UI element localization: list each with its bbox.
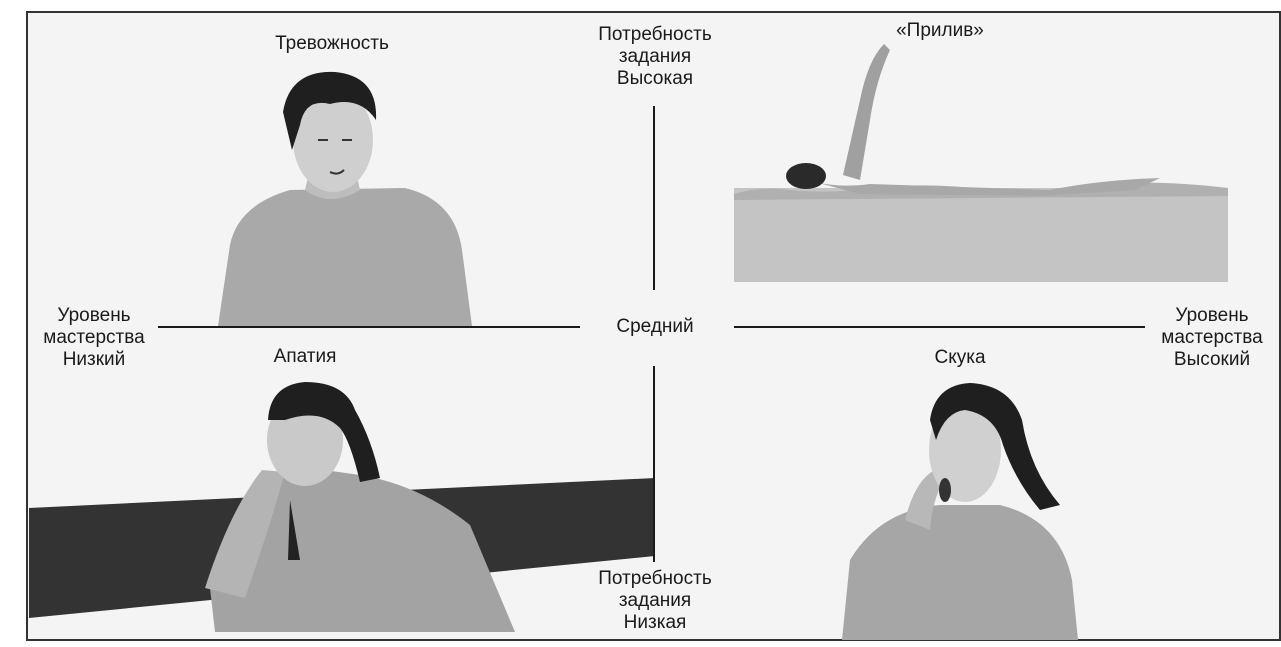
mastery-high-label: Уровень мастерства Высокий — [1145, 305, 1279, 371]
quadrant-label-flow: «Прилив» — [880, 20, 1000, 42]
water — [734, 188, 1228, 282]
task-demand-low-label: Потребность задания Низкая — [565, 568, 745, 634]
center-label: Средний — [590, 316, 720, 338]
swimmer-head — [786, 163, 826, 189]
quadrant-label-apathy: Апатия — [240, 346, 370, 368]
mastery-low-label: Уровень мастерства Низкий — [24, 305, 164, 371]
task-demand-high-label: Потребность задания Высокая — [565, 24, 745, 90]
anxiety-torso — [218, 188, 472, 326]
quadrant-label-boredom: Скука — [905, 347, 1015, 369]
quadrant-label-anxiety: Тревожность — [232, 33, 432, 55]
